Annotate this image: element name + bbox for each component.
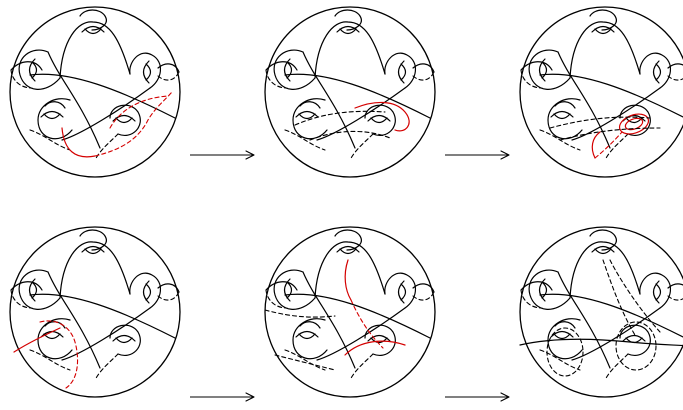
panel-r2c2 [265,227,435,397]
panel-r1c1 [10,7,180,177]
panel-r1c3 [520,7,683,177]
arrow-2 [445,151,509,159]
arrow-3 [190,393,254,401]
arrow-4 [445,393,509,401]
panel-r1c2 [265,7,435,177]
arrow-1 [190,151,254,159]
panel-r2c1 [10,227,180,397]
panel-r2c3 [520,227,683,397]
